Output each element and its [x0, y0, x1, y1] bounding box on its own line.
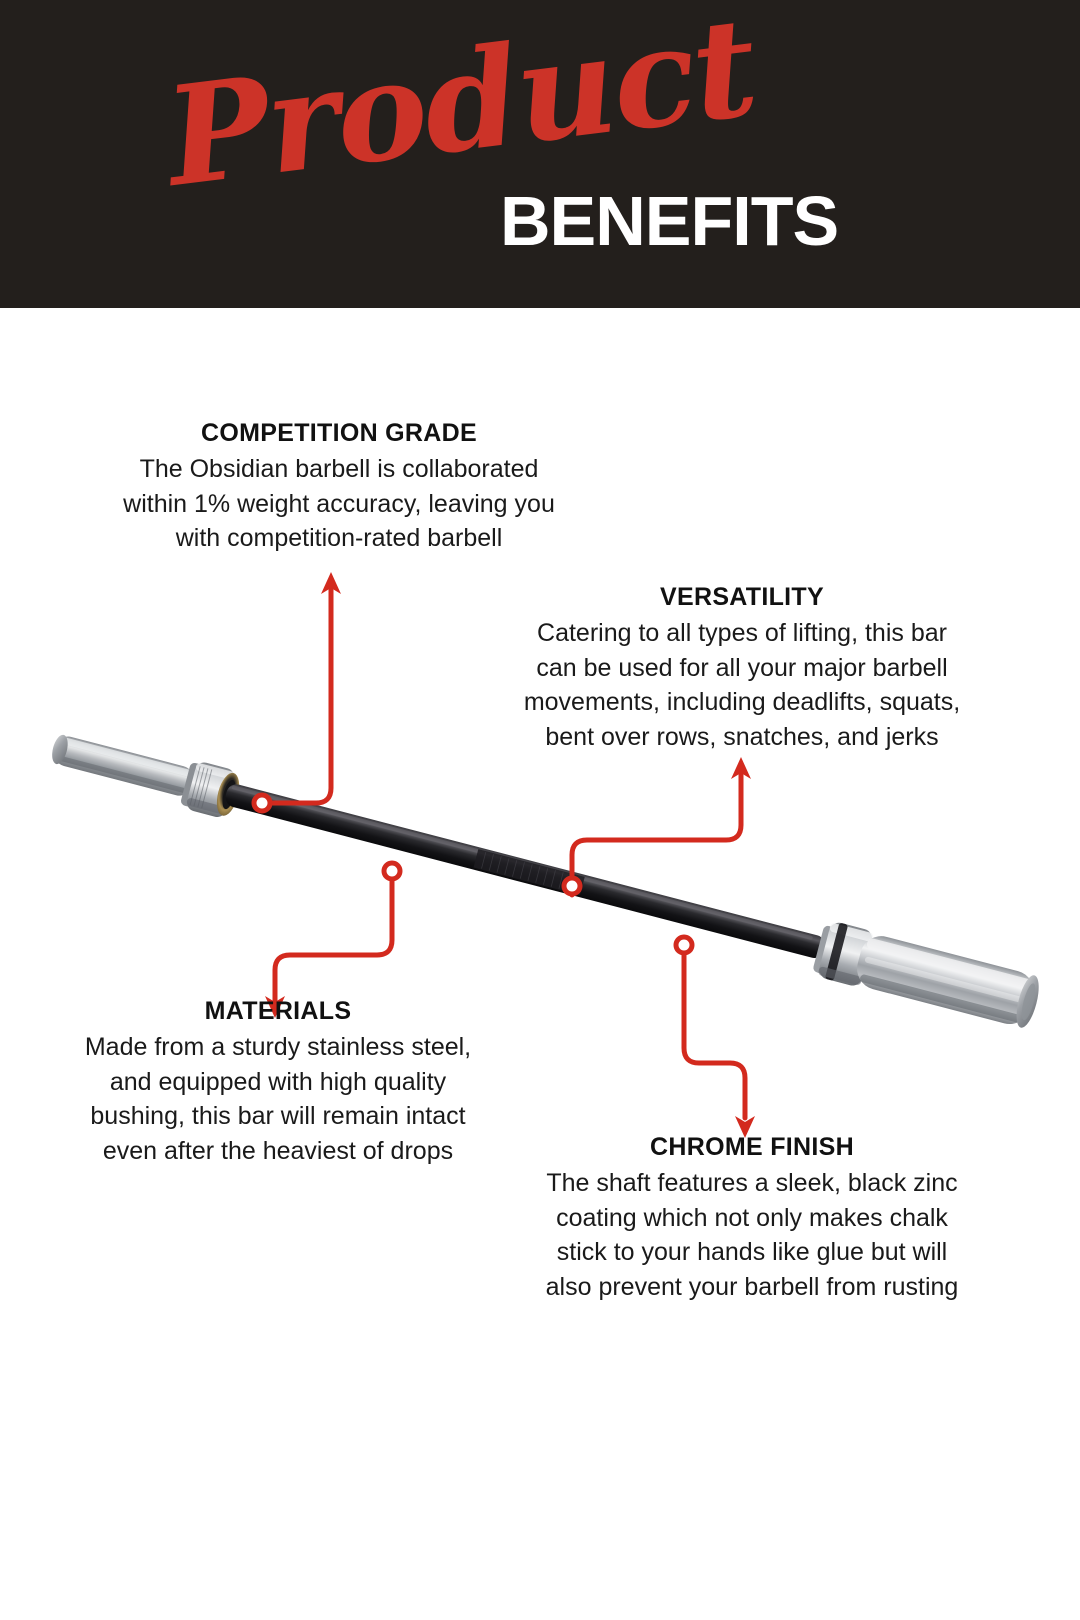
callout-body-competition-grade: The Obsidian barbell is collaborated wit…	[123, 455, 555, 553]
callout-chrome-finish: CHROME FINISH The shaft features a sleek…	[482, 1132, 1022, 1304]
barbell-left-collar	[181, 762, 240, 817]
barbell-graphic	[52, 734, 1039, 1028]
barbell-shaft	[225, 784, 825, 958]
callout-versatility: VERSATILITY Catering to all types of lif…	[470, 582, 1014, 754]
barbell-right-collar	[813, 922, 873, 986]
barbell-left-sleeve	[52, 734, 196, 796]
callout-body-chrome-finish: The shaft features a sleek, black zinc c…	[545, 1169, 959, 1301]
connector-versatility	[561, 757, 751, 898]
callout-title-materials: MATERIALS	[204, 997, 352, 1025]
callout-title-versatility: VERSATILITY	[660, 583, 824, 611]
page-title-bold: BENEFITS	[500, 182, 839, 260]
callout-title-competition-grade: COMPETITION GRADE	[201, 419, 477, 447]
connector-chrome-finish	[673, 934, 755, 1138]
connector-materials	[265, 860, 403, 1018]
callout-title-chrome-finish: CHROME FINISH	[650, 1133, 854, 1161]
connector-competition-grade	[251, 572, 341, 814]
callout-body-versatility: Catering to all types of lifting, this b…	[523, 619, 961, 751]
header-banner: Product BENEFITS	[0, 0, 1080, 308]
callout-body-materials: Made from a sturdy stainless steel, and …	[84, 1033, 472, 1165]
callout-materials: MATERIALS Made from a sturdy stainless s…	[30, 996, 526, 1168]
page-title-script: Product	[157, 0, 764, 218]
barbell-right-sleeve	[857, 936, 1039, 1028]
callout-competition-grade: COMPETITION GRADE The Obsidian barbell i…	[58, 418, 620, 556]
